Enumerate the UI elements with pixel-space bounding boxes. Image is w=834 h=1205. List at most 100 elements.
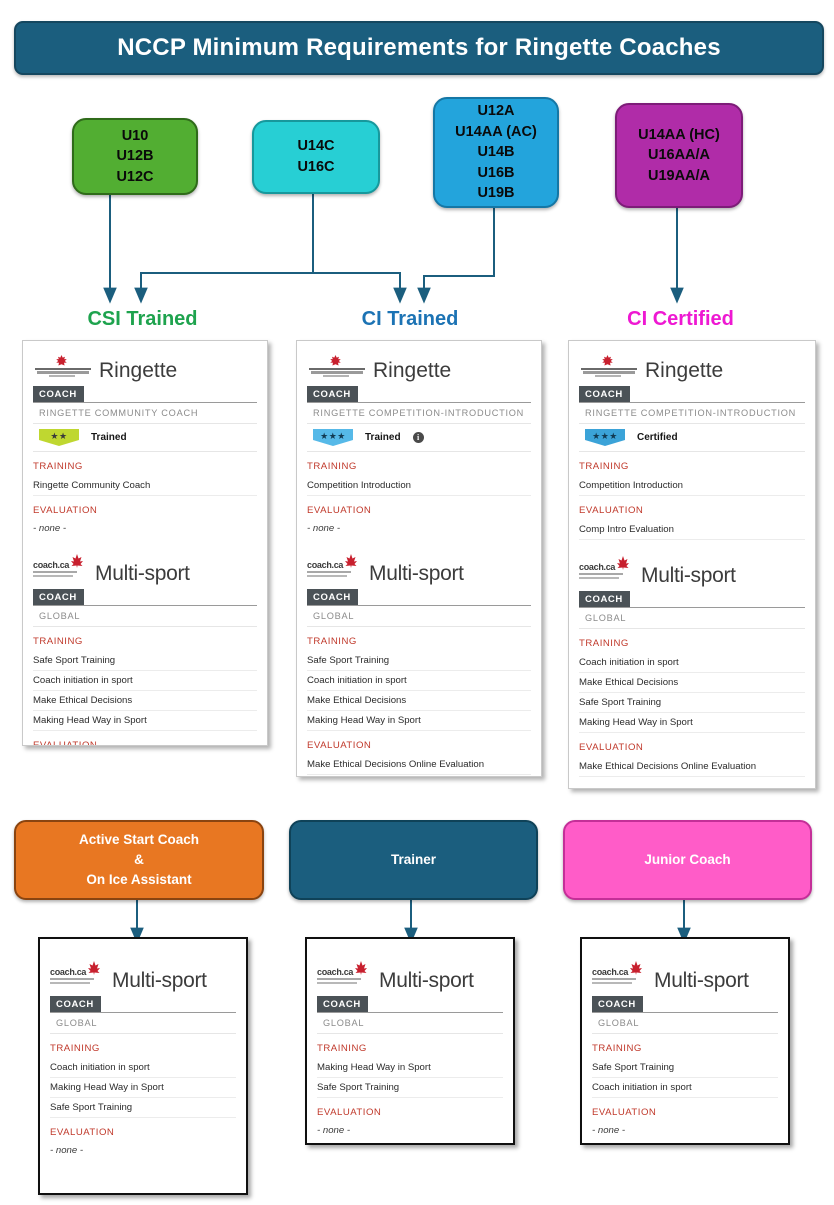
maple-leaf-icon (355, 961, 367, 975)
training-item: Coach initiation in sport (592, 1078, 778, 1098)
coach-tab: COACH (33, 386, 84, 402)
age-line: U14AA (HC) (638, 126, 720, 143)
maple-leaf-icon (330, 355, 341, 366)
training-item: Safe Sport Training (592, 1058, 778, 1078)
maple-leaf-icon (56, 355, 67, 366)
training-heading: TRAINING (33, 636, 83, 647)
tab-divider (33, 605, 257, 606)
status-row: ★★★ Certified (579, 424, 805, 452)
age-group-box-ci-trained[interactable]: U14C U16C (252, 120, 380, 194)
logo-subtext (33, 575, 73, 577)
logo-rule (35, 368, 91, 370)
role-line: Active Start Coach (78, 831, 200, 847)
program-title: GLOBAL (317, 1013, 503, 1034)
training-item: Coach initiation in sport (307, 671, 531, 691)
role-line: Trainer (390, 851, 437, 867)
training-item: Coach initiation in sport (33, 671, 257, 691)
evaluation-heading: EVALUATION (317, 1107, 382, 1118)
maple-leaf-icon (630, 961, 642, 975)
training-item: Coach initiation in sport (579, 653, 805, 673)
brand-name-multisport: Multi-sport (369, 562, 464, 585)
coach-ca-wordmark: coach.ca (307, 560, 344, 570)
role-card-trainer[interactable]: coach.ca Multi-sport COACH GLOBAL TRAINI… (305, 937, 515, 1145)
info-icon[interactable]: i (412, 432, 424, 443)
maple-leaf-icon (345, 554, 357, 568)
training-heading: TRAINING (307, 636, 357, 647)
multisport-brand-row: coach.ca Multi-sport (33, 554, 257, 584)
age-line: U19AA/A (647, 167, 711, 184)
evaluation-item: Make Ethical Decisions Online Evaluation (307, 755, 531, 775)
logo-subtext (49, 375, 75, 377)
age-group-box-ci-certified[interactable]: U14AA (HC) U16AA/A U19AA/A (615, 103, 743, 208)
training-item: Make Ethical Decisions (33, 691, 257, 711)
role-box-junior-coach[interactable]: Junior Coach (563, 820, 812, 900)
logo-rule (307, 571, 351, 573)
training-item: Safe Sport Training (579, 693, 805, 713)
section-spacer (579, 540, 805, 556)
coach-ca-logo-icon: coach.ca (50, 961, 106, 991)
brand-name-multisport: Multi-sport (379, 969, 474, 992)
role-card-active-start-coach[interactable]: coach.ca Multi-sport COACH GLOBAL TRAINI… (38, 937, 248, 1195)
logo-subtext (579, 577, 619, 579)
age-group-box-ci-b[interactable]: U12A U14AA (AC) U14B U16B U19B (433, 97, 559, 208)
program-title: GLOBAL (307, 606, 531, 627)
status-badge-icon: ★★★ (585, 429, 625, 446)
multisport-brand-row: coach.ca Multi-sport (317, 961, 503, 991)
training-item: Make Ethical Decisions (579, 673, 805, 693)
brand-name-multisport: Multi-sport (95, 562, 190, 585)
training-item: Make Ethical Decisions (307, 691, 531, 711)
coach-ca-wordmark: coach.ca (33, 560, 70, 570)
logo-subtext (307, 575, 347, 577)
tab-divider (592, 1012, 778, 1013)
tab-divider (307, 605, 531, 606)
cert-card-csi-trained[interactable]: Ringette COACH RINGETTE COMMUNITY COACH … (22, 340, 268, 746)
evaluation-item: - none - (307, 523, 341, 534)
section-spacer (307, 538, 531, 554)
evaluation-item: - none - (50, 1145, 84, 1156)
coach-tab: COACH (317, 996, 368, 1012)
coach-ca-logo-icon: coach.ca (307, 554, 363, 584)
badge-stars: ★★★ (592, 431, 618, 441)
level-label-csi-trained: CSI Trained (87, 308, 198, 330)
evaluation-item: Make Ethical Decisions Online Evaluation (579, 757, 805, 777)
multisport-brand-row: coach.ca Multi-sport (579, 556, 805, 586)
evaluation-heading: EVALUATION (50, 1127, 115, 1138)
evaluation-heading: EVALUATION (307, 740, 372, 751)
coach-ca-wordmark: coach.ca (317, 967, 354, 977)
age-line: U19B (477, 185, 515, 202)
coach-ca-wordmark: coach.ca (579, 562, 616, 572)
multisport-brand-row: coach.ca Multi-sport (307, 554, 531, 584)
coach-tab: COACH (592, 996, 643, 1012)
role-card-junior-coach[interactable]: coach.ca Multi-sport COACH GLOBAL TRAINI… (580, 937, 790, 1145)
coach-tab: COACH (33, 589, 84, 605)
logo-rule (309, 368, 365, 370)
ringette-brand-row: Ringette (307, 351, 531, 381)
cert-card-ci-certified[interactable]: Ringette COACH RINGETTE COMPETITION-INTR… (568, 340, 816, 789)
tab-divider (307, 402, 531, 403)
coach-ca-logo-icon: coach.ca (579, 556, 635, 586)
evaluation-item: Comp Intro Evaluation (579, 520, 805, 540)
age-line: U16AA/A (647, 147, 711, 164)
age-line: U12A (477, 103, 515, 120)
tab-divider (579, 607, 805, 608)
training-heading: TRAINING (592, 1043, 642, 1054)
status-text: Certified (637, 432, 678, 443)
badge-stars: ★★ (50, 431, 68, 441)
logo-subtext (317, 982, 357, 984)
badge-stars: ★★★ (320, 431, 346, 441)
coach-ca-wordmark: coach.ca (50, 967, 87, 977)
age-line: U14C (297, 138, 335, 155)
logo-rule (592, 978, 636, 980)
role-box-trainer[interactable]: Trainer (289, 820, 538, 900)
ringette-logo-icon (33, 355, 93, 381)
coach-tab: COACH (307, 386, 358, 402)
cert-card-ci-trained[interactable]: Ringette COACH RINGETTE COMPETITION-INTR… (296, 340, 542, 777)
brand-name-ringette: Ringette (373, 359, 452, 382)
logo-subtext (323, 375, 349, 377)
training-item: Safe Sport Training (317, 1078, 503, 1098)
age-group-box-csi[interactable]: U10 U12B U12C (72, 118, 198, 195)
status-badge-icon: ★★★ (313, 429, 353, 446)
coach-tab: COACH (579, 386, 630, 402)
role-box-active-start-coach[interactable]: Active Start Coach & On Ice Assistant (14, 820, 264, 900)
status-row: ★★ Trained (33, 424, 257, 452)
